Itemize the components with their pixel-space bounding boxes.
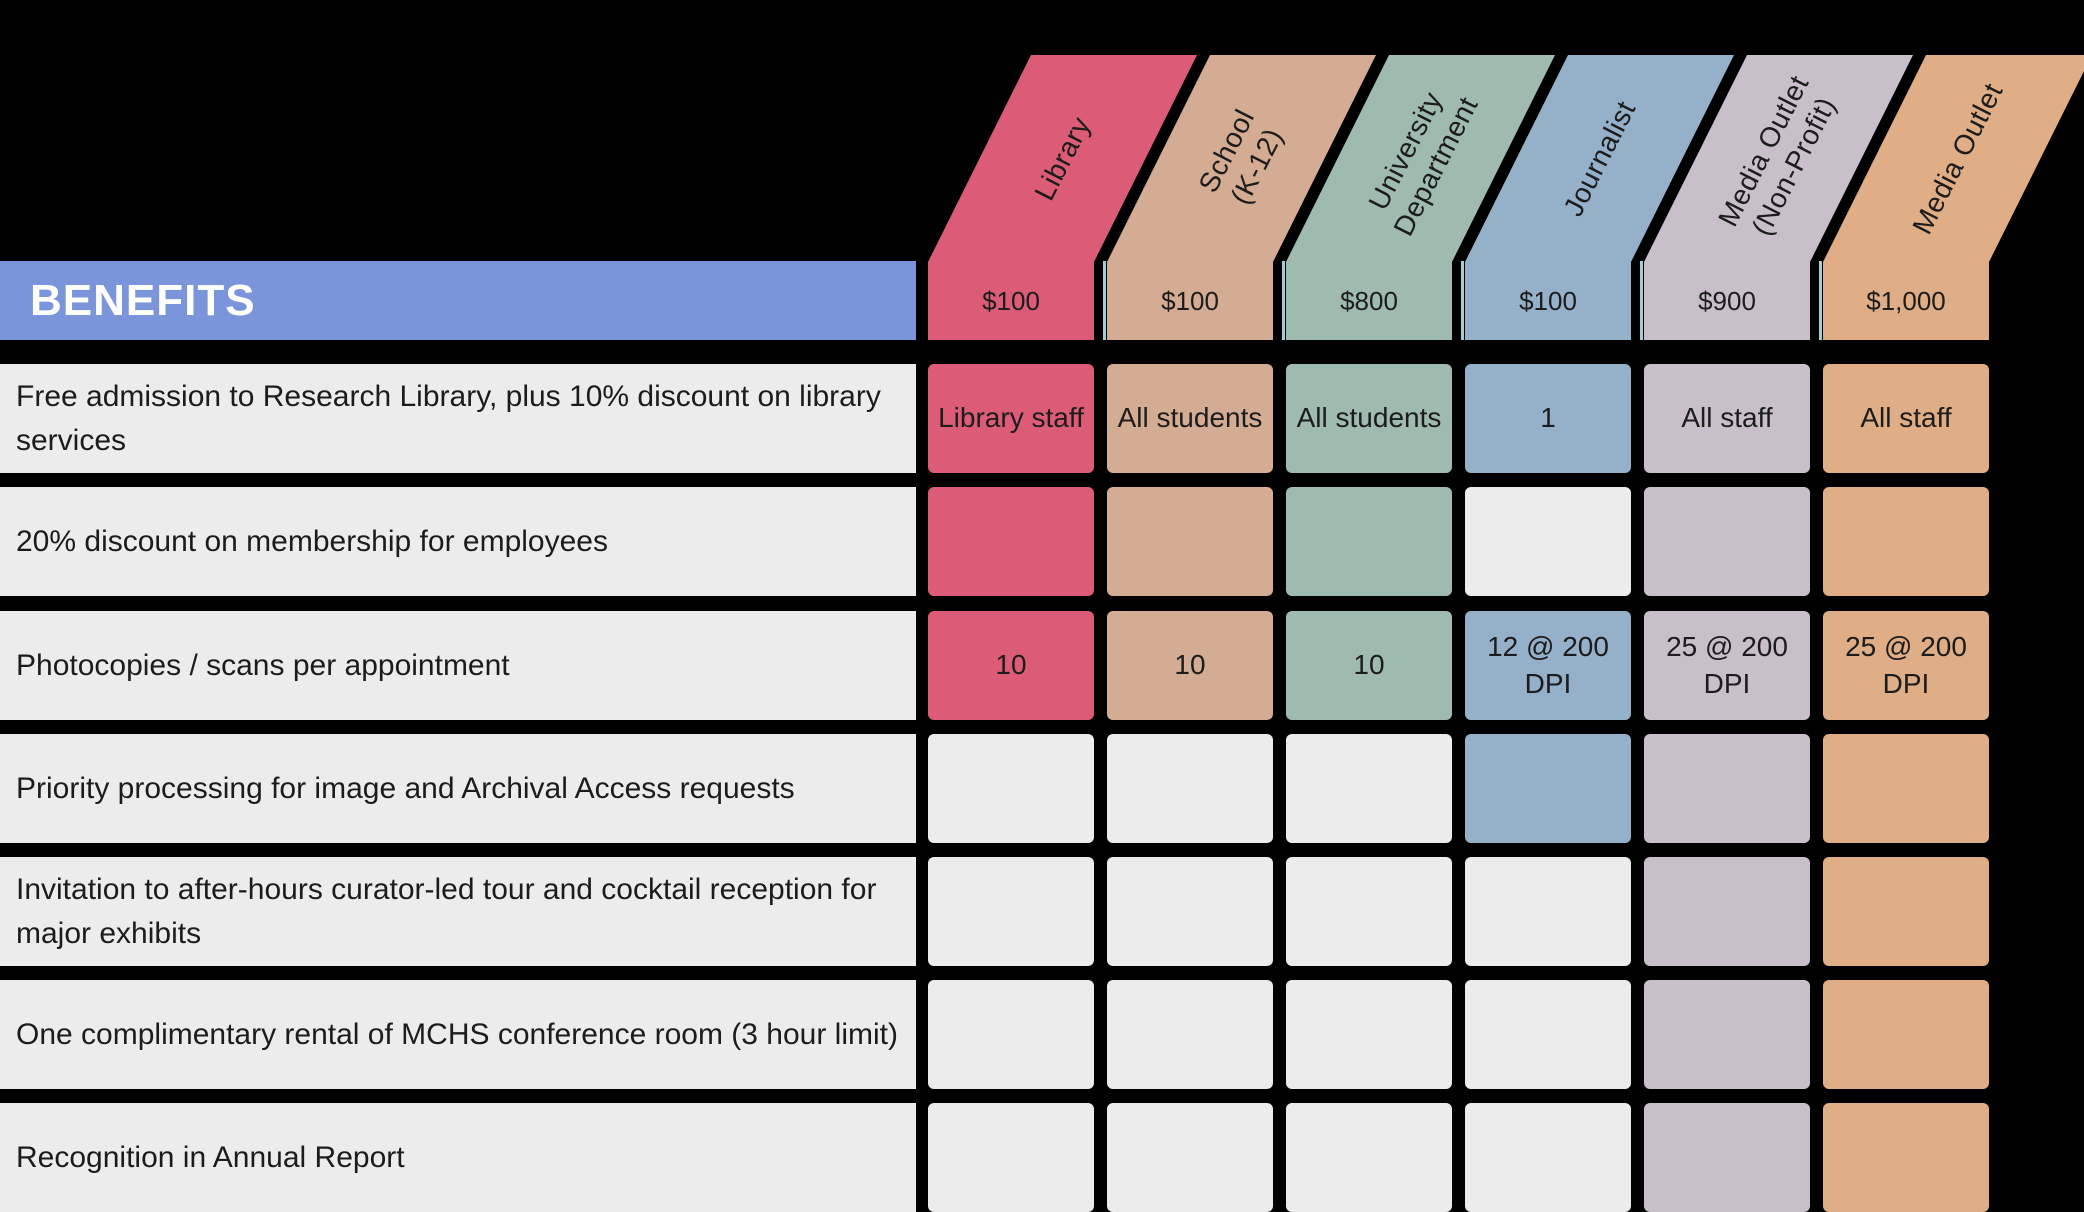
column-price: $800 [1340,285,1398,316]
column-edge-accent [1819,261,1822,340]
benefit-cell [928,1103,1094,1212]
cell-value: All students [1296,402,1442,434]
cell-value: All staff [1681,402,1773,434]
cell-value: 1 [1540,402,1556,434]
benefit-cell [1465,857,1631,966]
column-price: $900 [1698,285,1756,316]
benefit-row-label: Recognition in Annual Report [0,1103,916,1212]
benefit-row-label: One complimentary rental of MCHS confere… [0,980,916,1089]
benefit-row-label: 20% discount on membership for employees [0,487,916,596]
benefit-cell [1644,734,1810,843]
benefit-cell [1286,857,1452,966]
benefit-cell [1286,1103,1452,1212]
benefit-cell [1107,487,1273,596]
benefit-cell: 10 [928,611,1094,720]
benefit-cell: All staff [1823,364,1989,473]
benefit-cell [1107,1103,1273,1212]
benefit-cell [1107,857,1273,966]
column-price: $1,000 [1866,285,1946,316]
benefit-cell [1823,487,1989,596]
column-price: $100 [982,285,1040,316]
cell-value: All students [1117,402,1263,434]
column-edge-accent [1461,261,1464,340]
benefit-cell [1644,857,1810,966]
benefit-cell [1823,980,1989,1089]
cell-value: All staff [1860,402,1952,434]
benefit-row-label: Invitation to after-hours curator-led to… [0,857,916,966]
benefit-cell [1465,980,1631,1089]
benefit-cell: 25 @ 200 DPI [1644,611,1810,720]
benefit-cell [1644,1103,1810,1212]
benefit-cell [1823,1103,1989,1212]
benefit-row-label: Free admission to Research Library, plus… [0,364,916,473]
benefit-cell [1286,980,1452,1089]
cell-value: 10 [1353,649,1385,681]
column-price: $100 [1519,285,1577,316]
benefit-cell: 10 [1107,611,1273,720]
cell-value: 10 [995,649,1027,681]
benefit-cell [1107,734,1273,843]
column-edge-accent [1103,261,1106,340]
cell-value: 10 [1174,649,1206,681]
benefit-row-label: Photocopies / scans per appointment [0,611,916,720]
cell-value: Library staff [938,402,1084,434]
column-edge-accent [1640,261,1643,340]
benefits-title: BENEFITS [30,275,256,325]
benefit-cell [1823,857,1989,966]
benefit-cell: All students [1286,364,1452,473]
column-price: $100 [1161,285,1219,316]
column-edge-accent [1282,261,1285,340]
benefit-cell: Library staff [928,364,1094,473]
benefit-cell: 12 @ 200 DPI [1465,611,1631,720]
benefit-cell [928,980,1094,1089]
benefit-cell: 25 @ 200 DPI [1823,611,1989,720]
benefit-cell [1107,980,1273,1089]
benefit-cell [1644,487,1810,596]
benefit-cell [928,487,1094,596]
cell-value: 12 @ 200 DPI [1487,631,1609,699]
benefit-cell: All students [1107,364,1273,473]
benefit-cell [1465,487,1631,596]
benefit-cell [1823,734,1989,843]
benefit-cell: 1 [1465,364,1631,473]
benefits-header-bar: BENEFITS [0,261,916,340]
benefit-cell [928,857,1094,966]
benefit-cell [1286,487,1452,596]
benefit-cell: All staff [1644,364,1810,473]
benefit-row-label: Priority processing for image and Archiv… [0,734,916,843]
benefit-cell: 10 [1286,611,1452,720]
cell-value: 25 @ 200 DPI [1845,631,1967,699]
benefit-cell [928,734,1094,843]
benefit-cell [1286,734,1452,843]
benefit-cell [1465,734,1631,843]
column-header-media-outlet: Media Outlet $1,000 [1823,55,2084,340]
benefit-cell [1644,980,1810,1089]
benefit-cell [1465,1103,1631,1212]
cell-value: 25 @ 200 DPI [1666,631,1788,699]
